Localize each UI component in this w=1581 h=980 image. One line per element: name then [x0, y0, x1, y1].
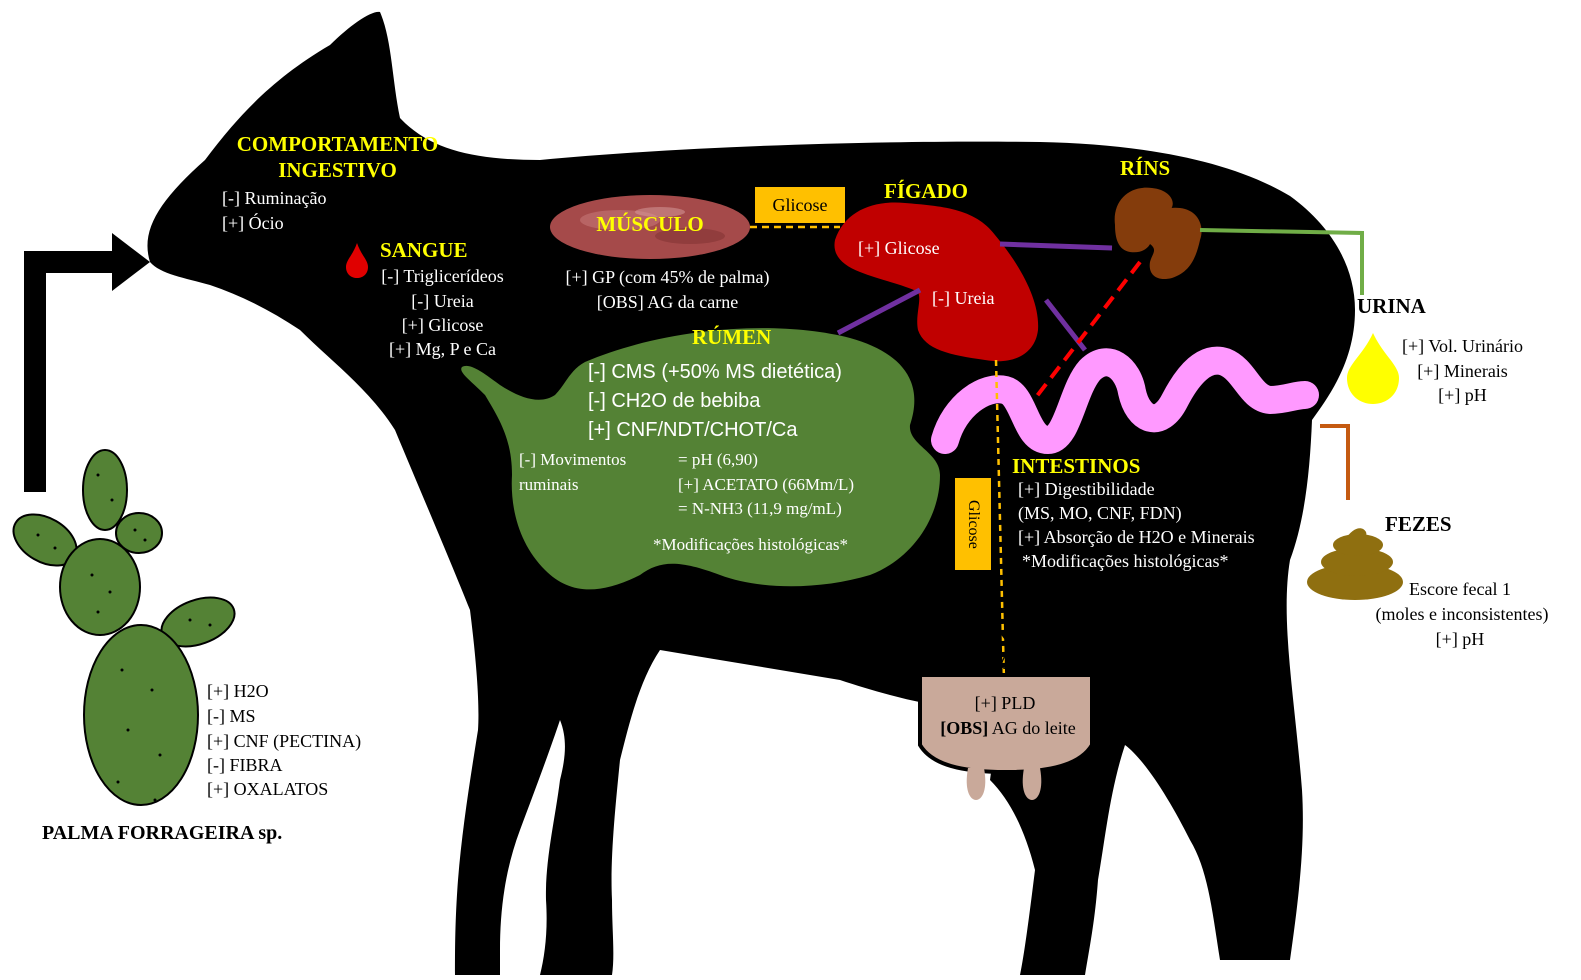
intestinos-title: INTESTINOS: [1012, 453, 1140, 479]
sangue-item: [+] Glicose: [360, 313, 525, 337]
sangue-item: [+] Mg, P e Ca: [360, 337, 525, 361]
urina-title: URINA: [1357, 293, 1426, 319]
rumen-main-item: [-] CMS (+50% MS dietética): [588, 359, 842, 385]
musculo-item: [+] GP (com 45% de palma): [540, 265, 795, 289]
fezes-item: Escore fecal 1: [1380, 577, 1540, 601]
cactus-icon: [5, 450, 242, 805]
rumen-right-item: [+] ACETATO (66Mm/L): [678, 473, 854, 497]
figado-item: [+] Glicose: [858, 236, 940, 260]
glandula-obs-text: AG do leite: [988, 718, 1076, 738]
palma-item: [-] MS: [207, 704, 256, 728]
comportamento-title-line2: INGESTIVO: [215, 157, 460, 183]
rumen-note: *Modificações histológicas*: [653, 533, 848, 557]
sangue-title: SANGUE: [380, 237, 468, 263]
rumen-movements-line1: [-] Movimentos: [519, 448, 626, 472]
figado-title: FÍGADO: [884, 178, 968, 204]
glandula-title-line1: GLÂNDULA: [930, 623, 1090, 649]
palma-item: [+] OXALATOS: [207, 777, 328, 801]
urina-item: [+] pH: [1390, 383, 1535, 407]
rumen-right-item: = pH (6,90): [678, 448, 758, 472]
palma-title-suffix: sp.: [253, 822, 282, 844]
sangue-item: [-] Ureia: [360, 289, 525, 313]
sangue-item: [-] Triglicerídeos: [360, 264, 525, 288]
glucose-label-intestine: Glicose: [960, 480, 986, 568]
intestinos-item: (MS, MO, CNF, FDN): [1018, 501, 1182, 525]
rins-title: RÍNS: [1120, 155, 1170, 181]
rumen-right-item: = N-NH3 (11,9 mg/mL): [678, 497, 842, 521]
glucose-label-muscle: Glicose: [755, 193, 845, 217]
palma-item: [+] H2O: [207, 679, 269, 703]
arrow-to-mouth-icon: [35, 233, 150, 492]
palma-item: [-] FIBRA: [207, 753, 283, 777]
fezes-title: FEZES: [1385, 511, 1452, 537]
rumen-title: RÚMEN: [692, 324, 771, 350]
fezes-item: [+] pH: [1380, 627, 1540, 651]
figado-item: [-] Ureia: [932, 286, 994, 310]
musculo-item: [OBS] AG da carne: [540, 290, 795, 314]
comportamento-title-line1: COMPORTAMENTO: [215, 131, 460, 157]
intestinos-item: [+] Absorção de H2O e Minerais: [1018, 525, 1255, 549]
palma-title: PALMA FORRAGEIRA sp.: [42, 820, 282, 846]
palma-item: [+] CNF (PECTINA): [207, 729, 361, 753]
glandula-obs-label: [OBS]: [940, 718, 988, 738]
urina-item: [+] Vol. Urinário: [1390, 334, 1535, 358]
rumen-main-item: [-] CH2O de bebiba: [588, 388, 760, 414]
intestine-feces-link: [1320, 426, 1348, 500]
intestinos-item: *Modificações histológicas*: [1022, 549, 1228, 573]
glandula-title-line2: MAMÁRIA: [930, 649, 1090, 675]
glandula-item-pld: [+] PLD: [925, 691, 1085, 715]
fezes-item: (moles e inconsistentes): [1362, 602, 1562, 626]
glandula-item-ag: [OBS] AG do leite: [925, 716, 1091, 740]
rumen-main-item: [+] CNF/NDT/CHOT/Ca: [588, 417, 797, 443]
rumen-movements-line2: ruminais: [519, 473, 579, 497]
comportamento-item: [-] Ruminação: [222, 186, 326, 210]
palma-title-bold: PALMA FORRAGEIRA: [42, 822, 253, 844]
comportamento-item: [+] Ócio: [222, 211, 284, 235]
urina-item: [+] Minerais: [1390, 359, 1535, 383]
musculo-title: MÚSCULO: [560, 211, 740, 237]
intestinos-item: [+] Digestibilidade: [1018, 477, 1155, 501]
